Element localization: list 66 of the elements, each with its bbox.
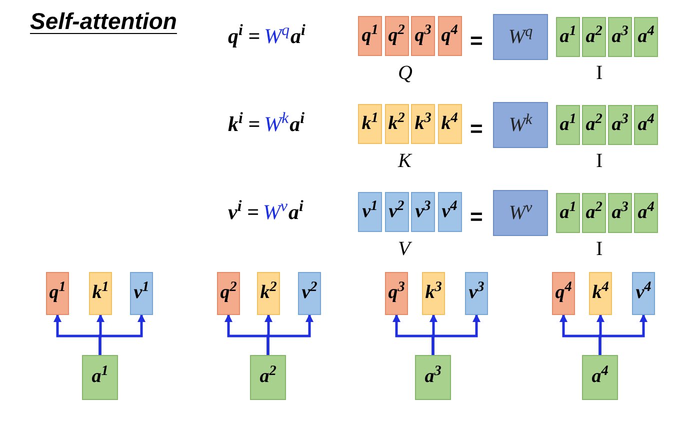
equation-text: W$^{k}$: [264, 109, 289, 138]
vector-box: k$^{4}$: [438, 104, 462, 144]
matrix-label: K: [398, 151, 412, 171]
vector-box: a$^{4}$: [634, 105, 658, 145]
vector-box: k$^{2}$: [384, 104, 408, 144]
arrow: [98, 314, 146, 355]
equation-text: k$^{i}$ =: [228, 109, 260, 138]
matrix-label: Q: [398, 63, 412, 83]
matrix-label: I: [596, 239, 603, 259]
equation-text: q$^{i}$ =: [228, 21, 260, 50]
vector-box: q$^{1}$: [358, 16, 382, 56]
vector-box: a$^{1}$: [82, 355, 118, 400]
equation-text: W$^{v}$: [262, 197, 288, 226]
vector-box: k$^{3}$: [422, 272, 445, 315]
vector-box: k$^{1}$: [89, 272, 112, 315]
equals-sign: =: [470, 206, 483, 228]
vector-box: k$^{1}$: [358, 104, 382, 144]
vector-box: q$^{3}$: [385, 272, 408, 315]
vector-box: k$^{2}$: [257, 272, 280, 315]
vector-box: v$^{2}$: [384, 192, 408, 232]
vector-box: a$^{4}$: [634, 17, 658, 57]
equation-text: a$^{i}$: [288, 197, 304, 226]
vector-box: k$^{3}$: [411, 104, 435, 144]
matrix-label: I: [596, 151, 603, 171]
vector-box: q$^{4}$: [552, 272, 575, 315]
vector-box: a$^{1}$: [556, 193, 580, 233]
weight-matrix-box: W$^{k}$: [493, 102, 548, 148]
matrix-label: I: [596, 63, 603, 83]
vector-box: a$^{4}$: [582, 355, 618, 400]
vector-box: a$^{4}$: [634, 193, 658, 233]
vector-box: q$^{4}$: [438, 16, 462, 56]
vector-box: v$^{2}$: [298, 272, 321, 315]
equation-text: W$^{q}$: [264, 21, 290, 50]
arrow: [598, 314, 648, 355]
weight-matrix-box: W$^{v}$: [493, 190, 548, 236]
vector-box: a$^{1}$: [556, 17, 580, 57]
equals-sign: =: [470, 118, 483, 140]
vector-box: a$^{2}$: [250, 355, 286, 400]
vector-box: a$^{3}$: [608, 17, 632, 57]
vector-box: a$^{2}$: [582, 17, 606, 57]
arrow: [432, 314, 480, 355]
vector-box: q$^{3}$: [411, 16, 435, 56]
vector-box: k$^{4}$: [589, 272, 612, 315]
vector-box: q$^{2}$: [217, 272, 240, 315]
vector-box: v$^{4}$: [632, 272, 655, 315]
vector-box: a$^{3}$: [415, 355, 451, 400]
vector-box: v$^{3}$: [411, 192, 435, 232]
vector-box: q$^{2}$: [384, 16, 408, 56]
matrix-label: V: [398, 239, 410, 259]
vector-box: a$^{2}$: [582, 193, 606, 233]
arrow: [266, 314, 314, 355]
title: Self-attention: [30, 7, 177, 36]
vector-box: v$^{3}$: [465, 272, 488, 315]
vector-box: a$^{1}$: [556, 105, 580, 145]
vector-box: v$^{1}$: [130, 272, 153, 315]
equation-text: a$^{i}$: [290, 109, 304, 138]
vector-box: a$^{3}$: [608, 193, 632, 233]
weight-matrix-box: W$^{q}$: [493, 14, 548, 60]
equation-text: a$^{i}$: [290, 21, 306, 50]
equation-text: v$^{i}$ =: [228, 197, 259, 226]
vector-box: v$^{1}$: [358, 192, 382, 232]
vector-box: v$^{4}$: [438, 192, 462, 232]
equals-sign: =: [470, 30, 483, 52]
vector-box: a$^{2}$: [582, 105, 606, 145]
vector-box: q$^{1}$: [46, 272, 69, 315]
vector-box: a$^{3}$: [608, 105, 632, 145]
